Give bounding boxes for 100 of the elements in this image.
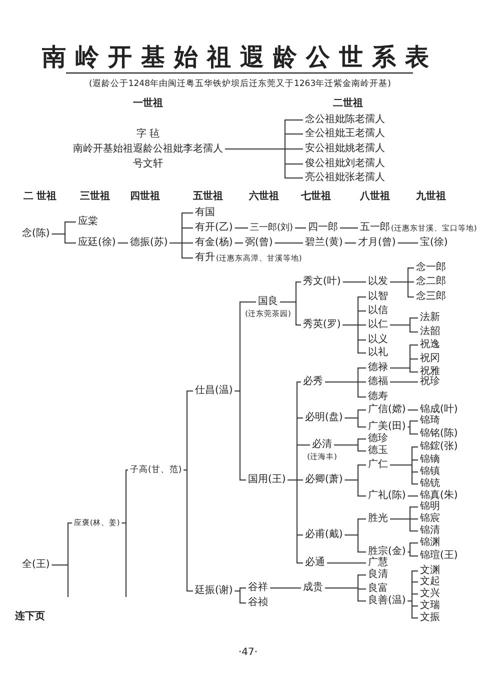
name-label: 锦琦 bbox=[420, 415, 440, 426]
name-label: 才月(曾) bbox=[358, 237, 396, 248]
tree-connector bbox=[280, 302, 302, 326]
name-label: 广礼(陈) bbox=[368, 490, 406, 501]
name-label: 良富 bbox=[368, 583, 388, 594]
name-label: 德玉 bbox=[368, 445, 388, 456]
tree-connector bbox=[169, 242, 194, 258]
name-label: 国良 bbox=[258, 296, 278, 307]
continued-note: 连下页 bbox=[15, 611, 45, 623]
tree-connector bbox=[390, 282, 414, 298]
generation-heading: 二 世祖 bbox=[23, 191, 57, 203]
name-label: 文振 bbox=[420, 612, 440, 623]
tree-connector bbox=[51, 234, 76, 244]
tree-connector bbox=[407, 542, 418, 552]
name-label: 必清 bbox=[312, 439, 332, 450]
name-label: 必明(盘) bbox=[305, 412, 343, 423]
name-label: 有开(乙) bbox=[195, 222, 233, 233]
tree-connector bbox=[324, 588, 366, 602]
name-label: 有升 bbox=[195, 252, 215, 263]
name-label: 南岭开基始祖遐龄公祖妣李老孺人 bbox=[73, 142, 223, 156]
name-label: 德禄 bbox=[368, 362, 388, 373]
name-label: 必通 bbox=[305, 557, 325, 568]
name-label: 念(陈) bbox=[22, 228, 50, 239]
name-label: 必卿(萧) bbox=[305, 474, 343, 485]
name-label: 锦真(朱) bbox=[420, 490, 458, 501]
name-label: 祝冈 bbox=[420, 353, 440, 364]
tree-connector bbox=[407, 600, 418, 618]
name-label: 以发 bbox=[368, 276, 388, 287]
name-label: 锦镇 bbox=[420, 466, 440, 477]
name-label: 以礼 bbox=[368, 347, 388, 358]
name-label: 广慧 bbox=[368, 557, 388, 568]
tree-connector bbox=[344, 242, 356, 244]
name-label: 文渊 bbox=[420, 565, 440, 576]
title: 南岭开基始祖遐龄公世系表 bbox=[42, 42, 438, 73]
generation-heading: 一世祖 bbox=[133, 98, 163, 110]
tree-connector bbox=[287, 480, 304, 564]
generation-heading: 六世祖 bbox=[249, 191, 279, 203]
name-label: 锦宸 bbox=[420, 513, 440, 524]
name-label: 以智 bbox=[368, 291, 388, 302]
page-number: ·47· bbox=[238, 647, 258, 659]
name-label: 锦铭(陈) bbox=[420, 428, 458, 439]
generation-heading: 五世祖 bbox=[193, 191, 223, 203]
subtitle: (遐龄公于1248年由闽迁粤五华铁炉坝后迁东莞又于1263年迁紫金南岭开基) bbox=[89, 78, 391, 90]
generation-heading: 四世祖 bbox=[130, 191, 160, 203]
name-label: 德寿 bbox=[368, 391, 388, 402]
name-label: 四一郎 bbox=[308, 222, 338, 233]
tree-connector bbox=[344, 534, 366, 552]
tree-connector bbox=[390, 518, 418, 532]
name-label: 弼(曾) bbox=[245, 237, 273, 248]
generation-heading: 二世祖 bbox=[333, 98, 363, 110]
name-label: 法新 bbox=[420, 312, 440, 323]
tree-connector bbox=[342, 324, 366, 354]
tree-connector bbox=[334, 444, 366, 452]
name-label: 以仁 bbox=[368, 319, 388, 330]
name-label: 必秀 bbox=[303, 376, 323, 387]
name-label: 五一郎 bbox=[360, 222, 390, 233]
name-label: 有金(杨) bbox=[195, 237, 233, 248]
tree-connector bbox=[407, 426, 418, 434]
name-label: 子高(甘、范) bbox=[130, 465, 182, 475]
name-label: 字 毡 bbox=[135, 127, 161, 142]
tree-connector bbox=[121, 522, 126, 598]
name-label: 锦明 bbox=[420, 501, 440, 512]
generation-heading: 八世祖 bbox=[360, 191, 390, 203]
name-label: 锦鋐(张) bbox=[420, 441, 458, 452]
tree-connector bbox=[407, 552, 418, 556]
tree-connector bbox=[407, 420, 418, 428]
name-label: 亮公祖妣张老孺人 bbox=[305, 172, 385, 183]
name-label: 法韶 bbox=[420, 326, 440, 337]
name-label: 锦渊 bbox=[420, 537, 440, 548]
name-label: 安公祖妣姚老孺人 bbox=[305, 143, 385, 154]
name-label: 祝雅 bbox=[420, 366, 440, 377]
tree-connector bbox=[397, 242, 418, 244]
name-label: 全公祖妣王老孺人 bbox=[305, 128, 385, 139]
generation-heading: 九世祖 bbox=[416, 191, 446, 203]
name-label: 锦成(叶) bbox=[420, 404, 458, 415]
name-label: 应棠 bbox=[78, 216, 98, 227]
tree-connector bbox=[344, 418, 366, 428]
name-label: 锦清 bbox=[420, 525, 440, 536]
tree-connector bbox=[326, 562, 366, 564]
name-label: 德振(苏) bbox=[130, 237, 168, 248]
name-label: 文瑞 bbox=[420, 600, 440, 611]
name-label: 广仁 bbox=[368, 459, 388, 470]
tree-connector bbox=[51, 564, 68, 598]
name-label: 念公祖妣陈老孺人 bbox=[305, 114, 385, 125]
name-label: 念三郎 bbox=[416, 291, 446, 302]
name-label: 号文轩 bbox=[132, 157, 164, 172]
name-label: 全(王) bbox=[22, 559, 50, 570]
name-label: 广信(嫦) bbox=[368, 404, 406, 415]
name-label: 德福 bbox=[368, 376, 388, 387]
name-label: 锦瑄(王) bbox=[420, 550, 458, 561]
name-label: 胜宗(金) bbox=[368, 546, 406, 557]
name-label: 广美(田) bbox=[368, 421, 406, 432]
tree-connector bbox=[234, 590, 246, 604]
name-label: 秀英(罗) bbox=[303, 319, 341, 330]
name-label: 仕昌(温) bbox=[195, 385, 233, 396]
name-label: 廷振(谢) bbox=[195, 585, 233, 596]
name-label: 谷祥 bbox=[248, 582, 268, 593]
name-label: 以信 bbox=[368, 305, 388, 316]
tree-connector bbox=[324, 382, 366, 398]
name-label: 锦镝 bbox=[420, 454, 440, 465]
